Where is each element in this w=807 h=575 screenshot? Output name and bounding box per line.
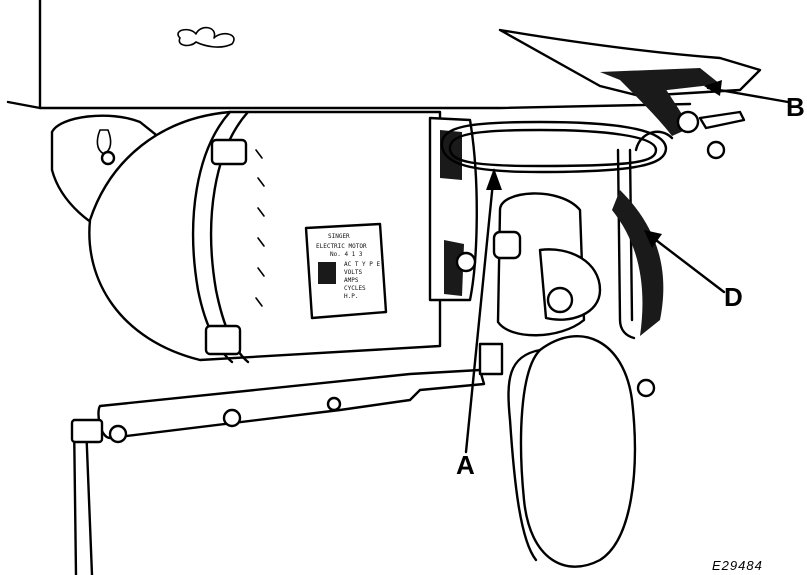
clutch-assembly — [492, 190, 664, 337]
leader-b — [704, 80, 790, 104]
callout-b: B — [786, 92, 805, 122]
guard-bracket — [616, 110, 746, 340]
plate-line: VOLTS — [344, 269, 362, 276]
guard-disc — [507, 335, 656, 568]
leader-a — [464, 168, 502, 454]
plate-line: CYCLES — [344, 285, 366, 292]
motor-body — [88, 110, 442, 364]
plate-line: AC T Y P E — [344, 261, 381, 268]
motor-front-shield — [428, 116, 478, 302]
callout-d: D — [724, 282, 743, 312]
leader-d — [644, 230, 726, 294]
callout-a: A — [456, 450, 475, 480]
table-top — [6, 0, 692, 110]
plate-line: ELECTRIC MOTOR — [316, 243, 367, 250]
treadle-rod — [70, 418, 104, 575]
plate-line: AMPS — [344, 277, 359, 284]
plate-line: H.P. — [344, 293, 358, 300]
plate-line: No. 4 1 3 — [330, 251, 363, 258]
machine-casting — [498, 28, 762, 136]
linkage-bar — [97, 342, 504, 444]
motor-name-plate: SINGER ELECTRIC MOTOR No. 4 1 3 AC T Y P… — [304, 222, 388, 320]
plate-logo — [318, 262, 336, 284]
plate-brand: SINGER — [328, 233, 350, 240]
figure-code: E29484 — [712, 558, 763, 573]
